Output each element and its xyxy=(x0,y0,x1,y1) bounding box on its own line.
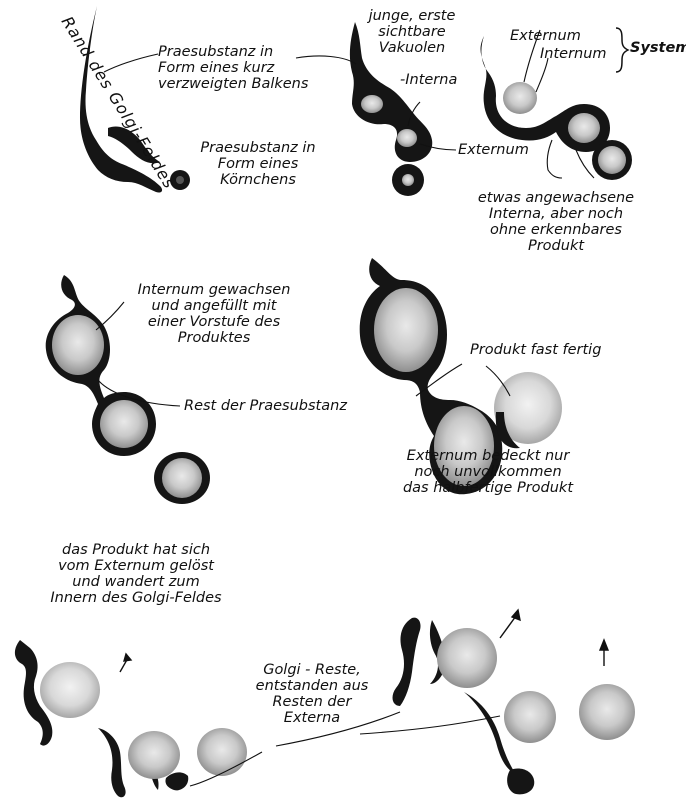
label-junge-vakuolen: junge, erste sichtbare Vakuolen xyxy=(352,8,472,56)
label-internum-top: Internum xyxy=(540,46,607,62)
label-produkt-fast-fertig: Produkt fast fertig xyxy=(470,342,601,358)
label-interna: -Interna xyxy=(400,72,457,88)
label-produkt-geloest: das Produkt hat sich vom Externum gelöst… xyxy=(36,542,236,606)
label-golgi-reste: Golgi - Reste, entstanden aus Resten der… xyxy=(252,662,372,726)
label-praesubstanz-koernchen: Praesubstanz in Form eines Körnchens xyxy=(198,140,318,188)
system-brace xyxy=(616,28,628,72)
free-product-2-shape xyxy=(128,731,180,779)
free-product-4-shape xyxy=(437,628,497,688)
label-system: System xyxy=(630,40,686,56)
free-product-1-shape xyxy=(40,662,100,718)
free-product-3-shape xyxy=(197,728,247,776)
free-product-6-shape xyxy=(579,684,635,740)
label-internum-gewachsen: Internum gewachsen und angefüllt mit ein… xyxy=(126,282,302,346)
label-externum-top: Externum xyxy=(510,28,581,44)
label-externum-bedeckt: Externum bedeckt nur noch unvollkommen d… xyxy=(388,448,588,496)
label-angewachsene-interna: etwas angewachsene Interna, aber noch oh… xyxy=(472,190,640,254)
label-praesubstanz-balken: Praesubstanz in Form eines kurz verzweig… xyxy=(158,44,308,92)
product-partial-shape xyxy=(494,372,562,448)
label-rest-praesubstanz: Rest der Praesubstanz xyxy=(184,398,347,414)
label-externum-1: Externum xyxy=(458,142,529,158)
free-product-5-shape xyxy=(504,691,556,743)
